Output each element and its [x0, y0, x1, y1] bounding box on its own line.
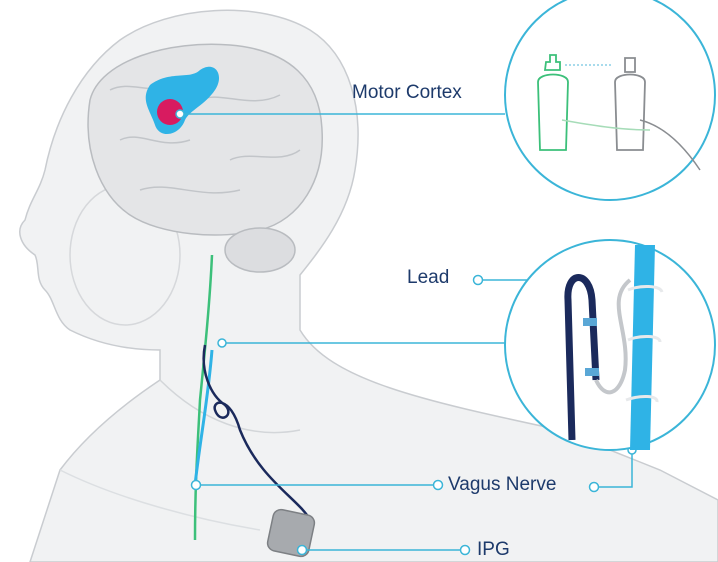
vagus-nerve-label: Vagus Nerve: [448, 474, 557, 495]
motor-function-inset: [504, 0, 716, 201]
lead-detail-inset: [504, 239, 716, 451]
lead-wire: [202, 344, 312, 521]
stimulation-spot: [157, 99, 183, 125]
cerebellum: [224, 227, 296, 273]
bottle-left-icon: [537, 54, 569, 151]
lead-label: Lead: [407, 267, 450, 288]
bottle-right-icon: [614, 57, 646, 151]
lead-segment: [564, 274, 600, 441]
ipg-device: [266, 508, 316, 558]
motor-cortex-label: Motor Cortex: [352, 82, 462, 103]
ipg-label: IPG: [477, 539, 510, 560]
brain: [87, 43, 323, 273]
vagus-nerve-path: [193, 349, 214, 486]
